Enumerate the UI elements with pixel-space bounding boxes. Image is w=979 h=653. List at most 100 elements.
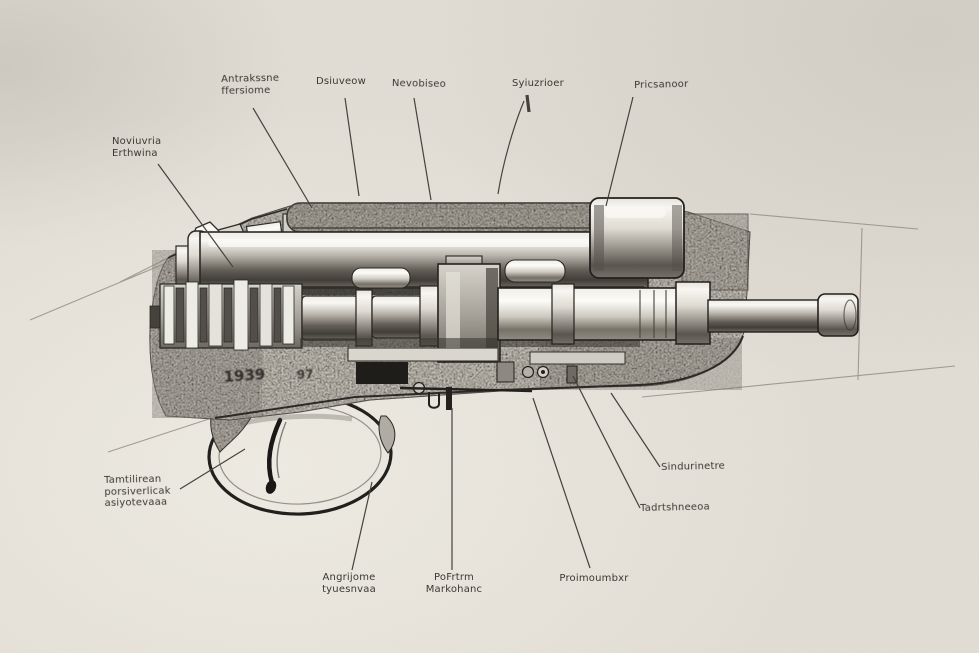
- leader-line-bottom-left: [179, 448, 246, 490]
- part-label-right-2: Tadrtshneeoa: [640, 502, 710, 515]
- sling-hook: [428, 392, 440, 409]
- trigger-tip: [265, 480, 277, 494]
- cylinder-under-shadow: [300, 338, 640, 347]
- leader-line-bottom-1: [351, 481, 373, 571]
- part-label-line: Erthwina: [112, 147, 158, 159]
- pin-post: [566, 365, 578, 384]
- bolt-locking-rings: [149, 279, 303, 351]
- guard-front-web: [210, 411, 253, 453]
- ring-4: [199, 287, 208, 343]
- ring-8: [249, 287, 259, 343]
- piston-cap-face: [843, 299, 857, 331]
- part-label-bottom-3: Proimoumbxr: [554, 573, 634, 585]
- forend-end-line: [857, 227, 863, 381]
- leader-line-top-3: [413, 97, 432, 201]
- part-label-line: PoFrtrm: [434, 572, 474, 583]
- part-label-top-2: Dsiuveow: [316, 76, 366, 88]
- ring-3: [185, 281, 199, 349]
- part-label-line: Dsiuveow: [316, 76, 366, 87]
- receiver-bottom-edge: [214, 335, 744, 419]
- part-label-line: Nevobiseo: [391, 78, 447, 90]
- guard-shading: [239, 413, 353, 427]
- forend-top-line: [749, 213, 919, 230]
- barrel-band: [551, 283, 575, 345]
- part-label-line: asiyotevaaa: [104, 496, 168, 509]
- ring-6: [223, 287, 233, 343]
- collar-highlight: [604, 206, 666, 218]
- ring-1: [163, 285, 175, 345]
- lower-parts: 1939 97: [223, 347, 626, 410]
- ring-11: [282, 285, 295, 345]
- part-label-line: tyuesnvaa: [322, 583, 376, 595]
- part-label-top-3: Nevobiseo: [392, 78, 446, 90]
- part-label-line: Syiuzrioer: [512, 78, 564, 89]
- trigger-edge: [276, 421, 287, 479]
- carrier-shade: [486, 268, 498, 360]
- part-label-top-5: Pricsanoor: [634, 79, 688, 92]
- receiver-front-block: [681, 213, 749, 291]
- part-label-line: Tadrtshneeoa: [640, 501, 711, 514]
- leader-line-right-1: [610, 392, 661, 468]
- part-label-bottom-1: Angrijome tyuesnvaa: [316, 572, 382, 595]
- carrier-highlight: [446, 272, 460, 354]
- part-label-top-1: Antrakssne ffersiome: [221, 73, 280, 97]
- screw-slot: [541, 370, 545, 374]
- part-label-line: Proimoumbxr: [559, 573, 629, 584]
- lower-edge-dark: [399, 386, 533, 393]
- trigger: [266, 417, 283, 486]
- sear-block: [356, 362, 408, 384]
- handguard: [286, 202, 633, 233]
- ring-5: [208, 283, 223, 347]
- guide-rod-upper: [504, 259, 566, 283]
- ring-7: [233, 279, 249, 351]
- receiver-marking-2: 97: [296, 367, 313, 382]
- leader-line-bottom-3: [532, 397, 591, 569]
- tube-highlight: [208, 239, 640, 247]
- barrel-ribs: [639, 290, 667, 338]
- leader-line-top-2: [344, 97, 360, 197]
- part-label-line: Markohanc: [425, 583, 483, 595]
- barrel-cylinder: [497, 287, 679, 341]
- part-label-line: Noviuvria: [112, 136, 162, 147]
- piston-end-cap: [817, 293, 859, 337]
- handguard-texture-line: [294, 207, 626, 213]
- ejector-cylinder: [351, 267, 411, 289]
- leader-tick-top-4: [525, 94, 531, 113]
- hammer-block: [496, 361, 515, 383]
- grip-bottom-line: [107, 415, 219, 453]
- bolt-cylinder-b: [371, 295, 423, 339]
- ring-2: [175, 287, 185, 343]
- screw-head-1: [521, 365, 535, 379]
- part-label-line: ffersiome: [221, 84, 271, 97]
- collar-right-shade: [672, 205, 682, 271]
- flat-spring-bar: [347, 347, 499, 362]
- part-label-top-4: Syiuzrioer: [512, 78, 564, 90]
- part-label-line: Tamtilirean: [104, 473, 162, 486]
- recoil-spring-tube: [175, 230, 649, 296]
- front-pin: [446, 387, 452, 410]
- part-label-line: Sindurinetre: [661, 460, 726, 473]
- barrel-assembly: [300, 281, 859, 347]
- leader-line-top-4: [497, 100, 525, 195]
- rail-bar-right: [529, 351, 626, 365]
- receiver-marking: 1939: [223, 365, 266, 386]
- ring-10: [273, 287, 282, 343]
- piston-collar: [675, 281, 711, 345]
- piston-rod: [707, 299, 823, 333]
- forend-bottom-line: [641, 365, 956, 398]
- part-label-bottom-2: PoFrtrm Markohanc: [421, 572, 487, 595]
- leader-line-right-2: [572, 375, 641, 509]
- part-label-line: Antrakssne: [221, 72, 280, 85]
- part-label-bottom-left: Tamtilirean porsiverlicak asiyotevaaa: [104, 474, 171, 510]
- part-label-line: Pricsanoor: [634, 78, 689, 91]
- leader-lines: [157, 94, 661, 571]
- leader-line-left: [157, 163, 234, 268]
- part-label-line: Angrijome: [322, 572, 376, 583]
- ring-9: [259, 283, 273, 347]
- bolt-cylinder-a: [301, 295, 359, 341]
- bolt-ring-collar-a: [355, 289, 373, 347]
- part-label-right-1: Sindurinetre: [661, 461, 725, 474]
- bolt-ring-collar-b: [419, 285, 439, 347]
